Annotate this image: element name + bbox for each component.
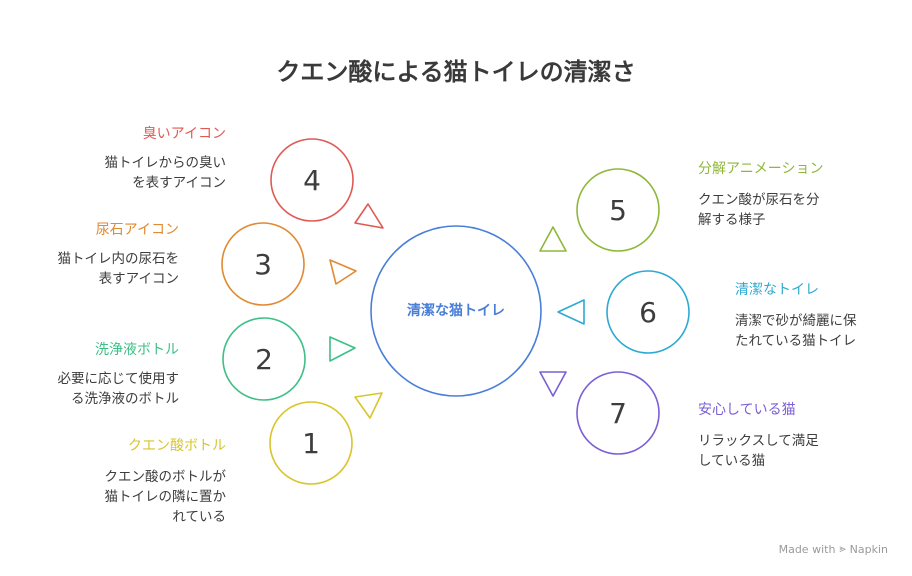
- desc-1: クエン酸のボトルが 猫トイレの隣に置か れている: [104, 469, 227, 525]
- footer-text: Made with: [778, 542, 836, 556]
- label-5: 分解アニメーション: [698, 161, 824, 177]
- circle-3: [221, 222, 305, 306]
- circle-7: [576, 371, 660, 455]
- arrow-7-triangle: [539, 371, 567, 397]
- label-7: 安心している猫: [698, 402, 796, 418]
- arrow-6-triangle: [557, 299, 585, 325]
- circle-1-number: 1: [302, 427, 320, 460]
- circle-3-number: 3: [254, 248, 272, 281]
- arrow-3-triangle: [329, 259, 357, 285]
- circle-6-number: 6: [639, 296, 657, 329]
- circle-7-number: 7: [609, 397, 627, 430]
- diagram-title: クエン酸による猫トイレの清潔さ: [276, 58, 636, 86]
- center-circle: [370, 225, 542, 397]
- circle-4-number: 4: [303, 164, 321, 197]
- center-label: 清潔な猫トイレ: [407, 303, 505, 319]
- desc-6: 清潔で砂が綺麗に保 たれている猫トイレ: [735, 313, 857, 349]
- circle-1: [269, 401, 353, 485]
- desc-5: クエン酸が尿石を分 解する様子: [698, 192, 820, 228]
- napkin-logo-icon: ⪢: [839, 542, 846, 555]
- label-2: 洗浄液ボトル: [95, 342, 179, 358]
- circle-2: [222, 317, 306, 401]
- arrow-2-triangle: [329, 336, 356, 362]
- arrow-1-triangle: [354, 392, 383, 419]
- label-1: クエン酸ボトル: [128, 438, 226, 454]
- arrow-5-triangle: [539, 226, 567, 252]
- circle-6: [606, 270, 690, 354]
- desc-4: 猫トイレからの臭い を表すアイコン: [104, 155, 227, 191]
- circle-2-number: 2: [255, 343, 273, 376]
- desc-3: 猫トイレ内の尿石を 表すアイコン: [57, 251, 180, 287]
- desc-7: リラックスして満足 している猫: [698, 433, 819, 469]
- label-6: 清潔なトイレ: [735, 282, 819, 298]
- label-4: 臭いアイコン: [142, 126, 226, 142]
- circle-5-number: 5: [609, 194, 627, 227]
- footer-credit: Made with ⪢ Napkin: [779, 542, 888, 556]
- circle-4: [270, 138, 354, 222]
- circle-5: [576, 168, 660, 252]
- footer-brand: Napkin: [849, 542, 888, 556]
- desc-2: 必要に応じて使用す る洗浄液のボトル: [57, 371, 180, 407]
- label-3: 尿石アイコン: [95, 222, 179, 238]
- arrow-4-triangle: [354, 203, 384, 229]
